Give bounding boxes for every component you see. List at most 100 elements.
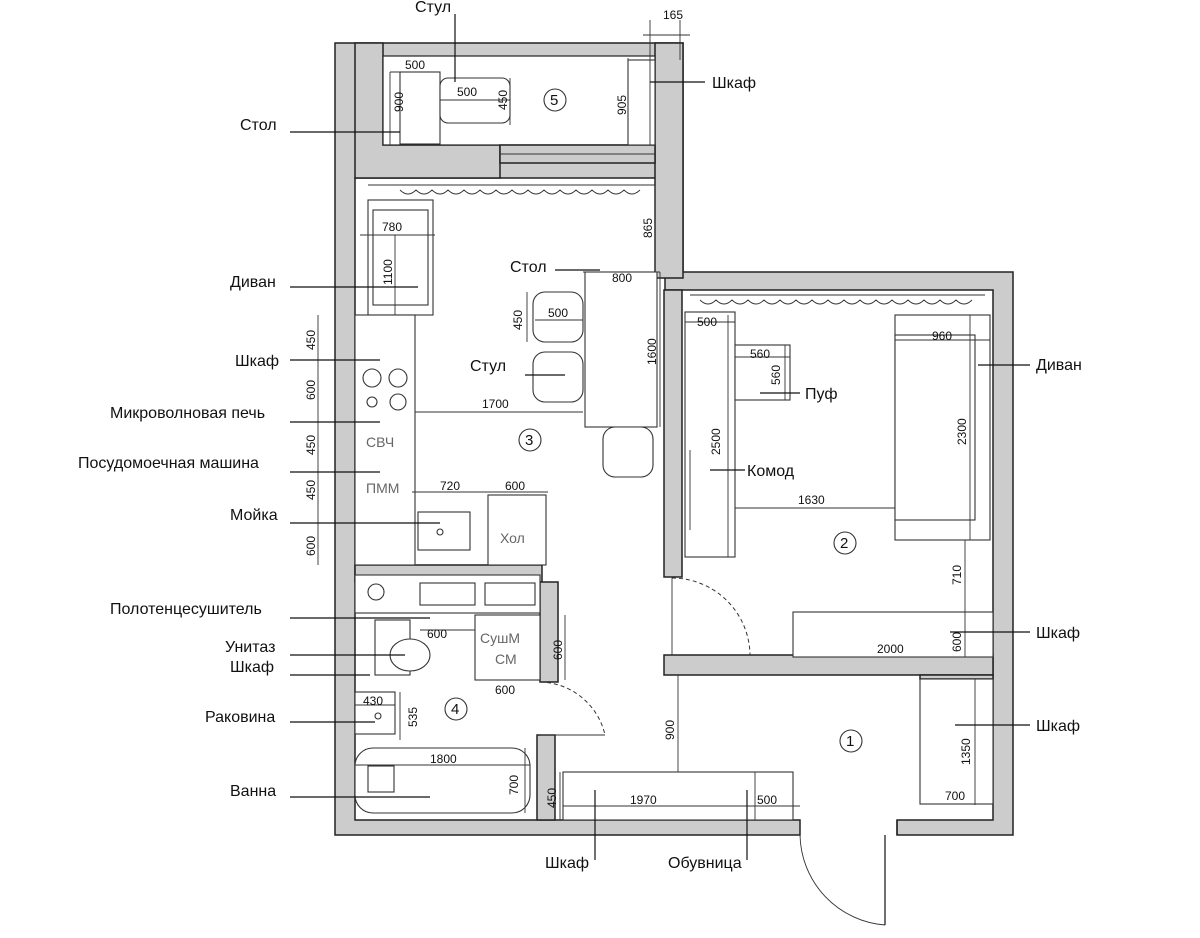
room-numbers: 5 3 2 4 1 [451,92,854,750]
room-3-circle [518,428,542,452]
label-unitaz: Унитаз [225,639,275,656]
dim-1630: 1630 [798,493,825,507]
dim-800: 800 [612,271,632,285]
dim-560b: 560 [769,365,783,385]
dim-1700: 1700 [482,397,509,411]
dim-450f: 450 [545,788,559,808]
hob-burner-3 [366,396,378,408]
dimension-lines [317,20,993,820]
label-divan-right: Диван [1036,357,1082,374]
dim-1600: 1600 [645,338,659,365]
dim-450c: 450 [304,330,318,350]
dim-1800: 1800 [430,752,457,766]
dimension-text: 165 500 500 450 900 905 865 780 1100 800… [304,8,973,808]
dim-600f: 600 [551,640,565,660]
dim-560a: 560 [750,347,770,361]
room-sofa-seat [894,334,976,521]
dim-2000: 2000 [877,642,904,656]
hob-burner-1 [362,368,382,388]
dim-905: 905 [615,95,629,115]
doors [539,577,898,926]
bath-right-wall [539,581,559,683]
room-wardrobe [792,611,994,658]
washer-knob [367,583,385,601]
washer-dryer [474,614,541,681]
dim-900b: 900 [663,720,677,740]
balcony-right-wall [654,42,684,279]
bath-sink [354,691,396,735]
balcony-table [399,71,441,145]
dining-chair-3 [602,426,654,478]
dim-865: 865 [641,218,655,238]
label-mikro: Микроволновая печь [110,405,265,422]
appliance-slot-2 [484,582,536,606]
label-shkaf-bath: Шкаф [230,659,274,676]
kitchen-sink-drain [436,528,444,536]
partition-wall-kitchen-room [663,289,683,578]
label-stul-mid: Стул [470,358,506,375]
label-rakovina: Раковина [205,709,275,726]
kitchen-curtain [399,189,641,195]
appliance-slot-1 [419,582,476,606]
label-shkaf-balcony: Шкаф [712,75,756,92]
label-obuvnica: Обувница [668,855,742,872]
label-divan-left: Диван [230,274,276,291]
bathtub-drain [367,765,395,793]
balcony-furniture [399,59,656,146]
room-markers [444,88,863,753]
room-4-circle [444,697,468,721]
dim-1970: 1970 [630,793,657,807]
label-shkaf-room: Шкаф [1036,625,1080,642]
dim-450e: 450 [304,480,318,500]
dim-600e: 600 [427,627,447,641]
label-polotence: Полотенцесушитель [110,601,262,618]
dim-2500: 2500 [709,428,723,455]
dim-600b: 600 [304,536,318,556]
dim-600c: 600 [505,479,525,493]
hall-closet-top [919,674,994,680]
room-1-number: 1 [846,733,854,750]
label-puf: Пуф [805,386,837,403]
dim-1100: 1100 [381,259,395,285]
hob-burner-4 [389,393,407,411]
dim-500c: 500 [548,306,568,320]
dining-chair-2 [532,351,584,403]
dim-1350: 1350 [959,738,973,765]
dim-450d: 450 [304,435,318,455]
dim-720: 720 [440,479,460,493]
dim-960: 960 [932,329,952,343]
dim-600g: 600 [495,683,515,697]
bath-sink-drain [374,712,382,720]
dining-chair-1 [532,291,584,343]
room-5-number: 5 [550,92,558,109]
room-curtain [699,299,973,305]
fixture-sm: СМ [495,651,517,667]
label-shkaf-bottom: Шкаф [545,855,589,872]
kitchen-sofa-seat [372,209,429,306]
fixture-sushm: СушМ [480,630,520,646]
dim-780: 780 [382,220,402,234]
dresser [684,311,736,558]
curtains [368,184,985,305]
dim-500e: 500 [757,793,777,807]
room-5-circle [543,88,567,112]
dim-450b: 450 [511,310,525,330]
fixture-hol: Хол [500,530,525,546]
dim-500b: 500 [457,85,477,99]
balcony-wardrobe [627,59,656,146]
room-2-circle [833,531,857,555]
fixture-labels: СВЧ ПММ Хол СушМ СМ [366,434,525,667]
hob-burner-2 [388,368,408,388]
dim-535: 535 [406,707,420,727]
dim-500d: 500 [697,315,717,329]
label-komod: Комод [747,463,795,480]
dim-450a: 450 [496,90,510,110]
dim-500a: 500 [405,58,425,72]
dim-700b: 700 [945,789,965,803]
door-swing-bath [539,681,606,736]
room-2-number: 2 [840,535,848,552]
label-shkaf-kitchen: Шкаф [235,353,279,370]
pouf [734,344,791,401]
label-stul-top: Стул [415,0,451,16]
label-shkaf-hall: Шкаф [1036,718,1080,735]
